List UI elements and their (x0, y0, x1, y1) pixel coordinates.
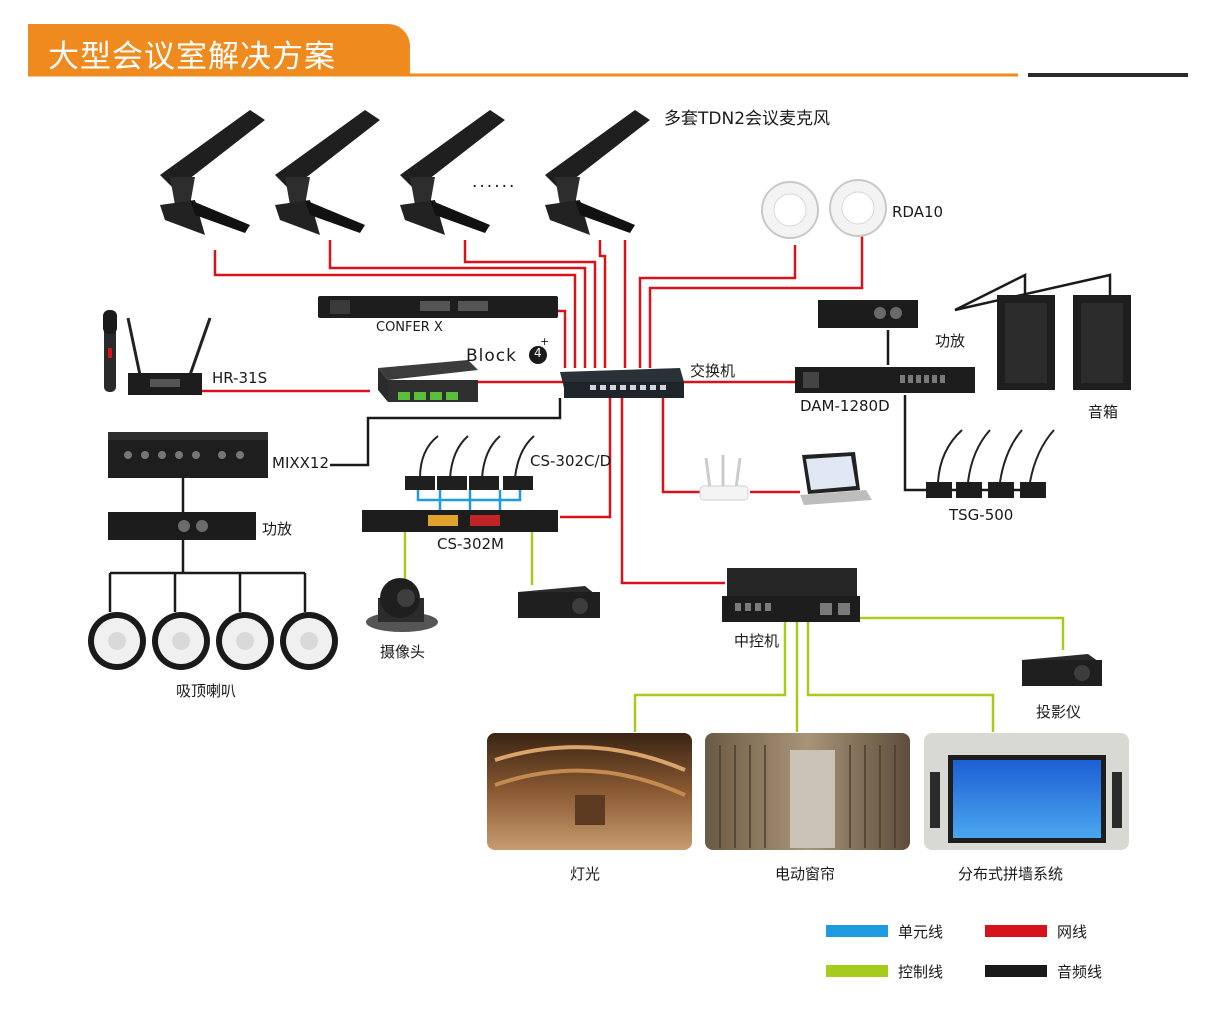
wifi-router (699, 455, 749, 501)
unit-lines (416, 490, 522, 510)
block4-unit (378, 360, 478, 402)
cs302m-label: CS-302M (437, 535, 504, 553)
projector-label: 投影仪 (1036, 703, 1082, 721)
tdn2-mic-1 (160, 110, 265, 235)
laptop (800, 452, 872, 505)
rda10-label: RDA10 (892, 203, 944, 221)
projector-left (518, 586, 600, 618)
amplifier-right (818, 300, 918, 328)
hr31s-label: HR-31S (212, 369, 268, 387)
control-lines (403, 532, 1065, 732)
curtain-photo (705, 733, 910, 850)
legend-label-audio: 音频线 (1057, 963, 1103, 981)
mixx12-label: MIXX12 (272, 454, 330, 472)
tdn2-mics-label: 多套TDN2会议麦克风 (664, 109, 831, 129)
legend-swatch-audio (985, 965, 1047, 977)
block4-number: 4 (534, 346, 542, 360)
hr31s-receiver (103, 310, 212, 395)
block4-plus: + (540, 335, 550, 348)
cs302cd-delegate-units (405, 435, 535, 490)
lighting-photo (487, 733, 692, 850)
camera-label: 摄像头 (380, 643, 426, 661)
dam-1280d-unit (795, 367, 975, 393)
tdn2-microphones (160, 110, 650, 235)
block4-label: Block (466, 346, 517, 366)
ptz-camera (366, 578, 438, 632)
video-wall-label: 分布式拼墙系统 (958, 865, 1064, 883)
network-lines (200, 235, 864, 585)
block4-badge (529, 346, 547, 364)
tsg500-mics (926, 429, 1055, 498)
mixx12-mixer (108, 432, 268, 478)
amplifier-left (108, 512, 256, 540)
video-wall-photo (924, 733, 1129, 850)
amp-left-label: 功放 (262, 520, 293, 538)
confer-x-label: CONFER X (376, 320, 443, 335)
cs302cd-label: CS-302C/D (530, 452, 612, 470)
dam1280d-label: DAM-1280D (800, 397, 890, 415)
central-control-label: 中控机 (734, 632, 780, 650)
page-title: 大型会议室解决方案 (48, 39, 336, 75)
lighting-label: 灯光 (570, 865, 601, 883)
rda10-speakers (761, 179, 887, 239)
cs302m-unit (362, 510, 558, 532)
ceiling-speakers (88, 612, 338, 670)
legend-swatch-unit (826, 925, 888, 937)
more-mics-ellipsis: ...... (472, 172, 517, 192)
tdn2-mic-4 (545, 110, 650, 235)
ceiling-speakers-label: 吸顶喇叭 (176, 682, 237, 700)
curtain-label: 电动窗帘 (775, 865, 836, 883)
legend-label-network: 网线 (1057, 923, 1088, 941)
switch-label: 交换机 (690, 362, 736, 380)
network-switch (560, 368, 684, 398)
tdn2-mic-3 (400, 110, 505, 235)
tsg500-label: TSG-500 (949, 506, 1014, 524)
title-banner: 大型会议室解决方案 (28, 24, 410, 76)
legend-swatch-control (826, 965, 888, 977)
amp-right-label: 功放 (935, 332, 966, 350)
tdn2-mic-2 (275, 110, 380, 235)
central-control-unit (722, 568, 860, 622)
speakers-label: 音箱 (1088, 403, 1119, 421)
legend-label-unit: 单元线 (898, 923, 944, 941)
confer-x-unit (318, 296, 558, 318)
projector-right (1022, 654, 1102, 686)
legend-label-control: 控制线 (898, 963, 944, 981)
pa-speakers (997, 295, 1131, 390)
legend-swatch-network (985, 925, 1047, 937)
